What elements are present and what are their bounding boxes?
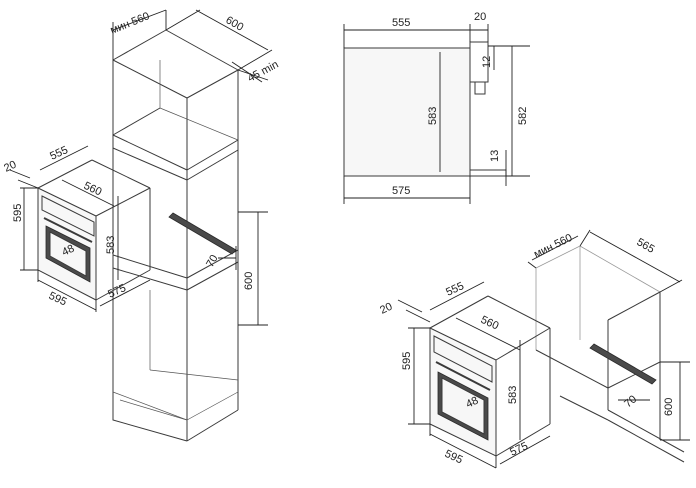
side-depth-label: 555 bbox=[392, 17, 410, 29]
oven-left-dimensions: 20 555 560 595 583 48 595 575 bbox=[2, 144, 151, 312]
oven-left-height-label: 595 bbox=[12, 204, 24, 222]
cabinet-depth-label: 600 bbox=[224, 14, 246, 34]
side-total-height-label: 582 bbox=[517, 107, 529, 125]
oven-right-handle-label: 48 bbox=[464, 395, 480, 411]
tall-cabinet-dimensions: мин 560 600 45 min 600 70 bbox=[109, 9, 281, 326]
niche-min-width-label: мин 560 bbox=[532, 232, 574, 261]
under-counter-cabinet bbox=[535, 245, 685, 463]
oven-left-body-height-label: 583 bbox=[105, 236, 117, 254]
under-counter-dimensions: мин 560 565 70 600 bbox=[527, 229, 690, 441]
side-body-height-label: 583 bbox=[427, 107, 439, 125]
side-top-offset-label: 12 bbox=[481, 56, 493, 68]
niche-depth-label: 565 bbox=[635, 236, 657, 256]
oven-right bbox=[429, 295, 551, 457]
oven-right-depth-label: 555 bbox=[444, 280, 466, 299]
oven-left-width-label: 595 bbox=[47, 290, 69, 309]
oven-right-width-label: 595 bbox=[443, 448, 465, 467]
oven-right-height-label: 595 bbox=[401, 352, 413, 370]
oven-left-inner-width-label: 560 bbox=[82, 180, 104, 199]
vent-label: 70 bbox=[204, 253, 221, 270]
oven-right-inner-width-label: 560 bbox=[479, 314, 501, 333]
niche-vent-label: 70 bbox=[622, 393, 639, 410]
oven-left-handle-label: 48 bbox=[60, 243, 76, 259]
side-total-depth-label: 575 bbox=[392, 185, 410, 197]
side-view bbox=[343, 41, 507, 177]
niche-height-label: 600 bbox=[243, 272, 255, 290]
oven-right-body-width-label: 575 bbox=[508, 440, 530, 459]
side-view-dimensions: 555 20 12 583 582 13 575 bbox=[343, 11, 530, 204]
tall-cabinet bbox=[112, 29, 239, 442]
side-panel-label: 20 bbox=[474, 11, 486, 23]
oven-left-depth-label: 555 bbox=[48, 144, 70, 163]
oven-right-body-height-label: 583 bbox=[507, 386, 519, 404]
oven-left bbox=[37, 159, 151, 301]
oven-left-panel-label: 20 bbox=[2, 159, 18, 175]
side-bottom-offset-label: 13 bbox=[489, 150, 501, 162]
oven-right-panel-label: 20 bbox=[378, 301, 394, 317]
min-width-label: мин 560 bbox=[109, 10, 152, 37]
oven-left-body-width-label: 575 bbox=[106, 282, 128, 301]
niche-height-label: 600 bbox=[663, 398, 675, 416]
